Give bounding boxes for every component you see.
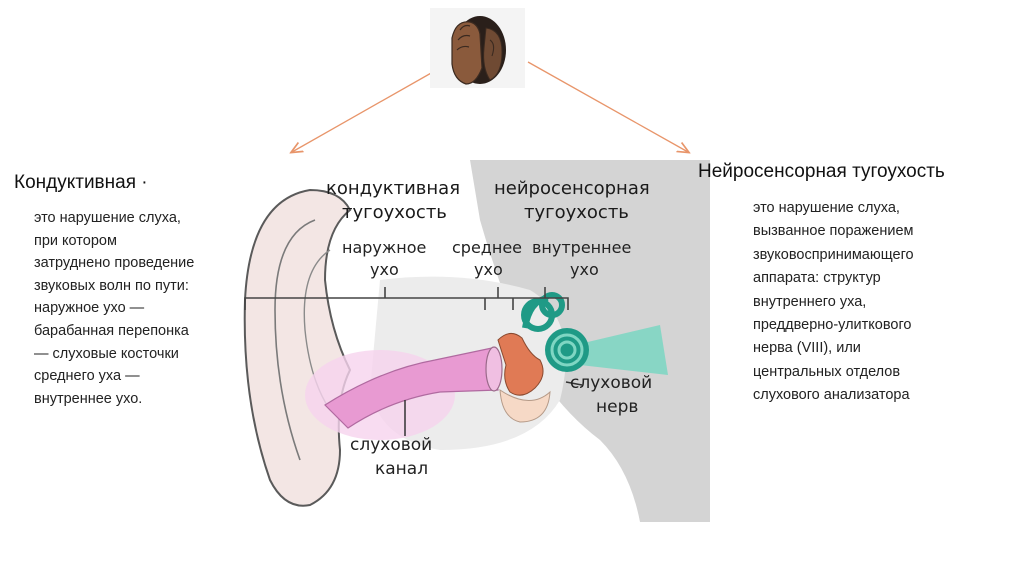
label-outer-l2: ухо [370,260,399,279]
arrow-to-conductive [292,67,441,152]
auditory-nerve-fibers [575,325,668,375]
conductive-desc-line: затруднено проведение [34,255,195,272]
label-middle-l2: ухо [474,260,503,279]
conductive-description: это нарушение слуха, при котором затрудн… [34,207,239,410]
arrow-to-neurosensory [527,61,688,152]
ear-anatomy-diagram: кондуктивная тугоухость нейросенсорная т… [243,160,710,522]
conductive-title: Кондуктивная · [14,172,148,193]
neurosensory-desc-line: внутреннего уха, [753,293,867,310]
label-neuro-l1: нейросенсорная [494,178,650,199]
pointer-lines [404,381,583,436]
neurosensory-title: Нейросенсорная тугоухость [698,161,945,182]
neurosensory-desc-line: центральных отделов [753,363,901,380]
conductive-desc-line: — слуховые косточки [34,345,179,362]
ossicles [497,333,544,396]
conductive-desc-line: внутреннее ухо. [34,390,143,407]
cochlea [545,328,589,372]
conductive-desc-line: барабанная перепонка [34,322,189,339]
label-outer-l1: наружное [342,238,426,257]
inner-ear-region [470,160,710,522]
neurosensory-desc-line: нерва (VIII), или [753,340,861,357]
conductive-desc-line: звуковых волн по пути: [34,277,189,294]
conductive-desc-line: при котором [34,232,117,249]
label-conductive-l1: кондуктивная [326,178,460,199]
neurosensory-desc-line: это нарушение слуха, [753,200,900,216]
neurosensory-desc-line: звуковоспринимающего [753,246,914,263]
ear-canal [324,347,499,429]
label-nerve-l1: слуховой [570,373,652,393]
middle-ear-cavity [499,389,551,423]
hand-to-ear-icon [430,8,525,88]
label-middle-l1: среднее [452,238,522,257]
conductive-desc-line: среднего уха — [34,368,140,385]
label-inner-l2: ухо [570,260,599,279]
label-neuro-l2: тугоухость [524,202,629,223]
region-bracket [244,287,569,310]
neurosensory-desc-line: аппарата: структур [753,270,881,287]
label-canal-l1: слуховой [350,435,432,455]
label-conductive-l2: тугоухость [342,202,447,223]
conductive-desc-line: наружное ухо — [34,300,145,317]
label-nerve-l2: нерв [596,397,638,417]
conductive-desc-line: это нарушение слуха, [34,210,181,226]
neurosensory-description: это нарушение слуха, вызванное поражение… [753,197,983,408]
label-canal-l2: канал [375,459,428,479]
neurosensory-desc-line: преддверно-улиткового [753,317,912,334]
pinna-inner-fold [274,219,316,461]
eardrum [485,346,503,392]
pinna [243,188,352,507]
label-inner-l1: внутреннее [532,238,631,257]
neurosensory-desc-line: вызванное поражением [753,223,914,240]
neurosensory-desc-line: слухового анализатора [753,387,910,404]
